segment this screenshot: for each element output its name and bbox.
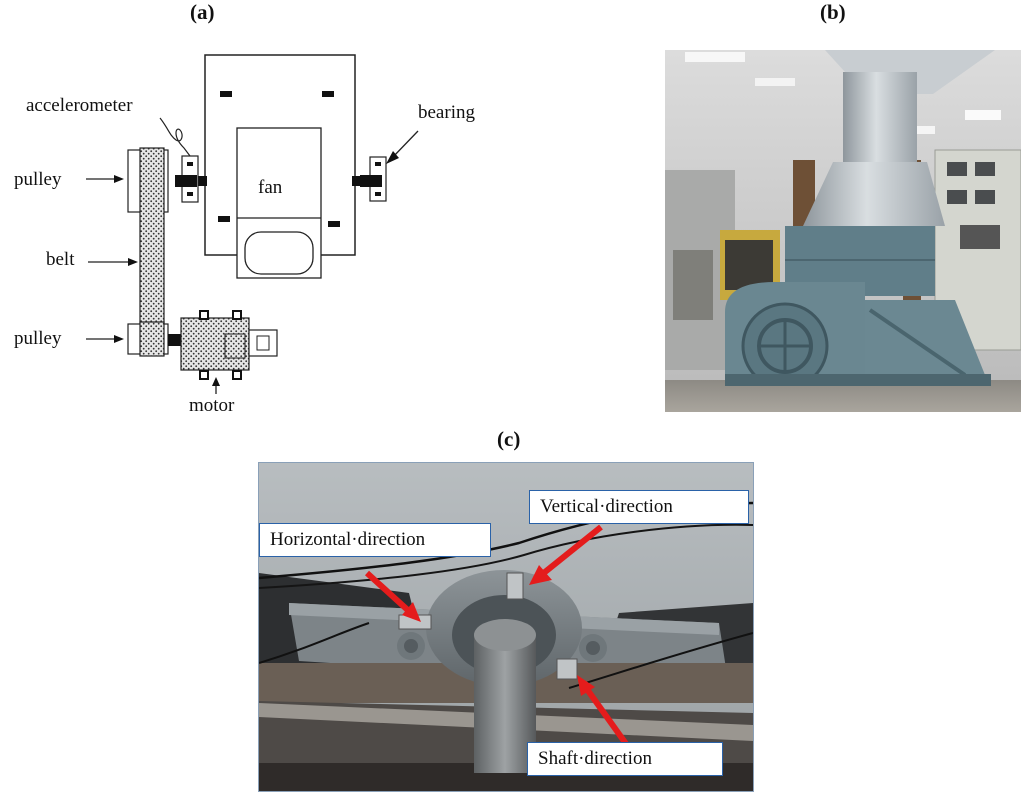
callout-horizontal-direction: Horizontal·direction (259, 523, 491, 557)
arrow-icon (114, 335, 124, 343)
bearing-sensor-photo: Vertical·direction Horizontal·direction … (258, 462, 754, 792)
pulley-bottom-label: pulley (14, 328, 62, 349)
belt-label: belt (46, 249, 75, 270)
fan-inlet (244, 231, 314, 275)
panel-b-label: (b) (820, 0, 846, 24)
arrow-icon (581, 683, 632, 750)
housing-mount-mark (218, 216, 230, 222)
accelerometer-cable (159, 117, 191, 157)
arrow-icon (364, 570, 414, 616)
arrow-icon (212, 377, 220, 386)
panel-c-label: (c) (497, 427, 521, 451)
motor-label: motor (189, 395, 235, 416)
motor (180, 317, 250, 371)
housing-mount-mark (322, 91, 334, 97)
arrow-icon (538, 524, 603, 579)
fan-installation-photo (665, 50, 1021, 412)
fan-label: fan (258, 177, 283, 198)
pulley-top-label: pulley (14, 169, 62, 190)
accelerometer-label: accelerometer (26, 95, 133, 116)
callout-shaft-direction: Shaft·direction (527, 742, 723, 776)
arrow-icon (114, 175, 124, 183)
housing-mount-mark (328, 221, 340, 227)
arrow-icon (128, 258, 138, 266)
housing-mount-mark (220, 91, 232, 97)
fan-system-schematic: fan accelerometer bearing pulley belt pu… (14, 54, 475, 416)
arrow-icon (386, 151, 399, 164)
panel-a-label: (a) (190, 0, 215, 24)
callout-vertical-direction: Vertical·direction (529, 490, 749, 524)
bearing-label: bearing (418, 102, 475, 123)
